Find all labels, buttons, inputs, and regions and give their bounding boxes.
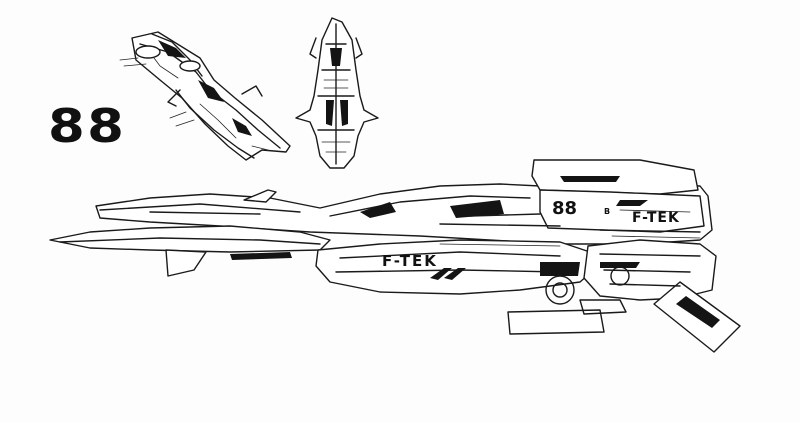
perspective-view <box>119 31 291 161</box>
top-view <box>295 17 379 169</box>
designation-number: 88 <box>48 99 127 153</box>
hull-number-marking: 88 <box>552 198 577 219</box>
hull-letter-marking: B <box>604 207 610 216</box>
brand-marking-nose: F-TEK <box>382 252 438 270</box>
brand-marking-tail: F-TEK <box>632 210 680 226</box>
side-profile-view: 88 B F-TEK F-TEK <box>49 159 741 353</box>
